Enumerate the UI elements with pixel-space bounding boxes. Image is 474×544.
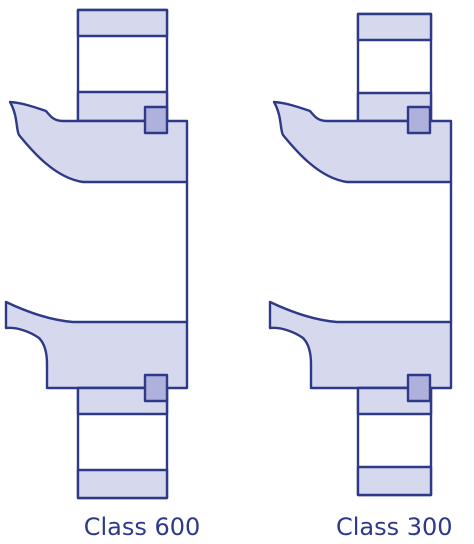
class-300-top-bolt xyxy=(356,12,433,123)
class-600-upper-gasket xyxy=(143,105,169,135)
class-300-label: Class 300 xyxy=(336,513,453,541)
class-300-upper-gasket xyxy=(406,105,432,135)
class-600-label: Class 600 xyxy=(83,513,201,541)
class-300-upper-flange xyxy=(272,100,453,184)
class-300-lower-gasket xyxy=(406,373,432,403)
class-300-flange-assembly xyxy=(268,12,453,497)
class-300-lower-flange xyxy=(268,300,453,390)
class-600-upper-flange xyxy=(8,100,189,184)
class-600-flange-assembly xyxy=(4,8,189,500)
class-600-lower-flange xyxy=(4,300,189,390)
class-600-bottom-bolt xyxy=(76,386,169,500)
class-600-lower-gasket xyxy=(143,373,169,403)
class-600-top-bolt xyxy=(76,8,169,123)
class-300-bottom-bolt xyxy=(356,386,433,497)
